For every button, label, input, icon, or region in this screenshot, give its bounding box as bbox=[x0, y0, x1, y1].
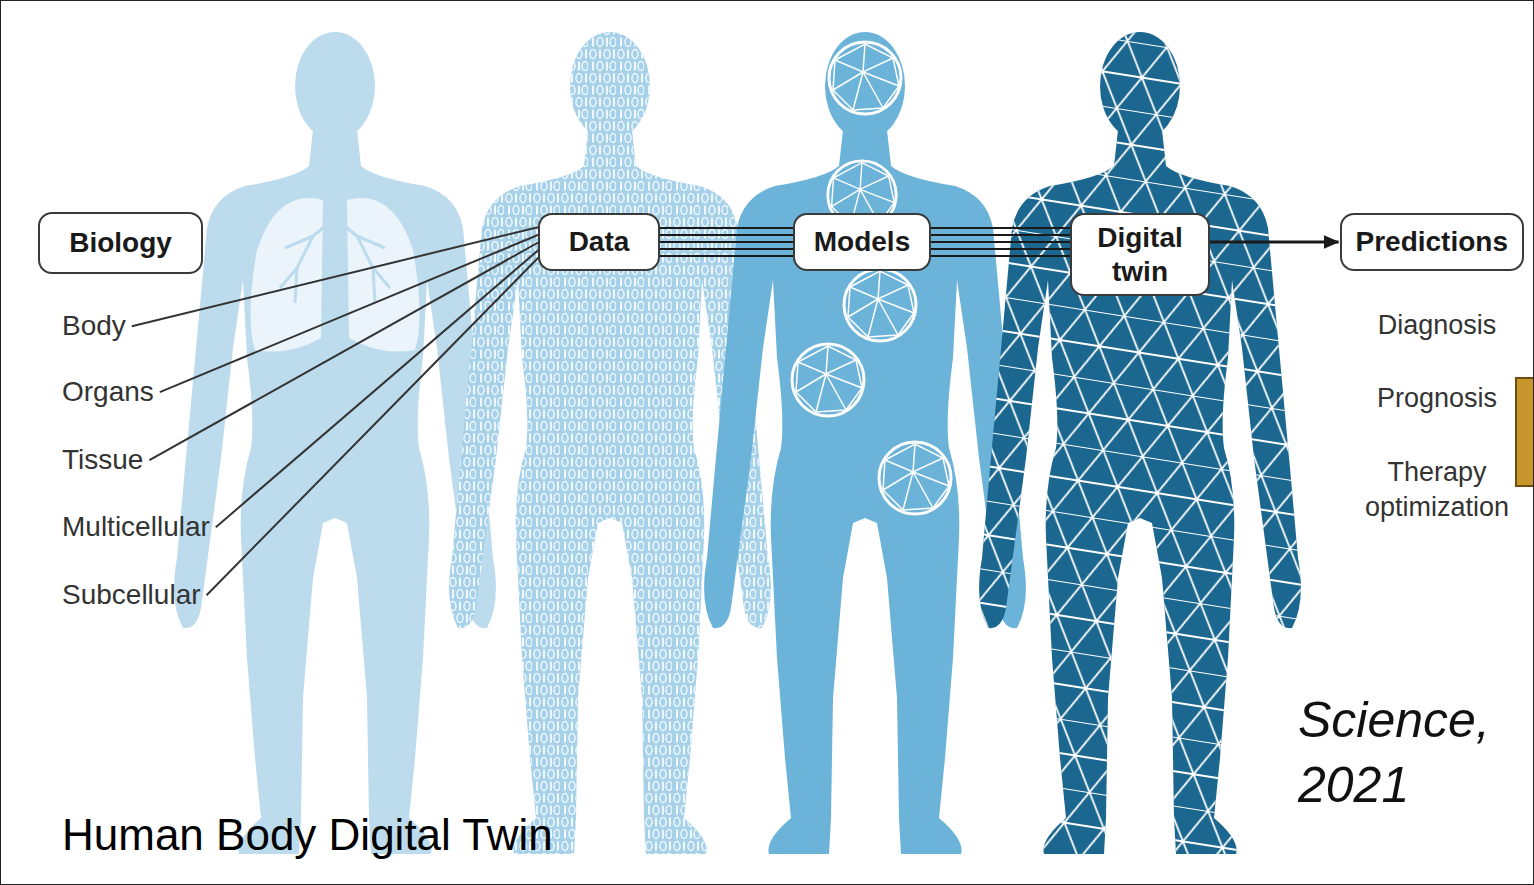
scale-label: Organs bbox=[62, 374, 154, 410]
citation-label: Science, 2021 bbox=[1298, 688, 1524, 818]
connector-line bbox=[931, 248, 1070, 250]
edge-layer bbox=[660, 228, 1339, 256]
box-text: Biology bbox=[69, 226, 172, 260]
stage-box: Data bbox=[538, 213, 660, 271]
box-text: Digital twin bbox=[1086, 221, 1194, 288]
connector-line bbox=[660, 241, 793, 243]
prediction-label: Diagnosis bbox=[1378, 308, 1497, 343]
scale-label: Subcellular bbox=[62, 577, 201, 613]
connector-line bbox=[931, 234, 1070, 236]
stage-box: Digital twin bbox=[1070, 213, 1210, 296]
scale-label: Tissue bbox=[62, 442, 143, 478]
connector-line bbox=[660, 227, 793, 229]
flow-arrow bbox=[1210, 242, 1339, 243]
data-flow-lines bbox=[931, 228, 1070, 256]
prediction-label: Therapy optimization bbox=[1347, 455, 1527, 525]
leader-line bbox=[160, 235, 539, 393]
connector-line bbox=[660, 248, 793, 250]
diagram-title: Human Body Digital Twin bbox=[62, 806, 553, 863]
leader-line bbox=[216, 250, 539, 528]
gold-bar bbox=[1516, 378, 1534, 486]
prediction-label: Prognosis bbox=[1377, 381, 1497, 416]
stage-box: Models bbox=[793, 213, 931, 271]
leader-line bbox=[149, 242, 539, 460]
scale-label: Multicellular bbox=[62, 509, 210, 545]
connector-line bbox=[1210, 241, 1339, 244]
connector-line bbox=[660, 234, 793, 236]
connector-line bbox=[931, 241, 1070, 243]
connector-line bbox=[660, 255, 793, 257]
box-text: Predictions bbox=[1356, 225, 1508, 259]
data-flow-lines bbox=[660, 228, 793, 256]
box-text: Data bbox=[569, 225, 630, 259]
scale-label: Body bbox=[62, 308, 126, 344]
leader-line bbox=[207, 257, 539, 595]
stage-box: Predictions bbox=[1340, 213, 1524, 271]
stage-box: Biology bbox=[38, 212, 203, 274]
connector-line bbox=[931, 255, 1070, 257]
connector-line bbox=[931, 227, 1070, 229]
box-text: Models bbox=[814, 225, 910, 259]
